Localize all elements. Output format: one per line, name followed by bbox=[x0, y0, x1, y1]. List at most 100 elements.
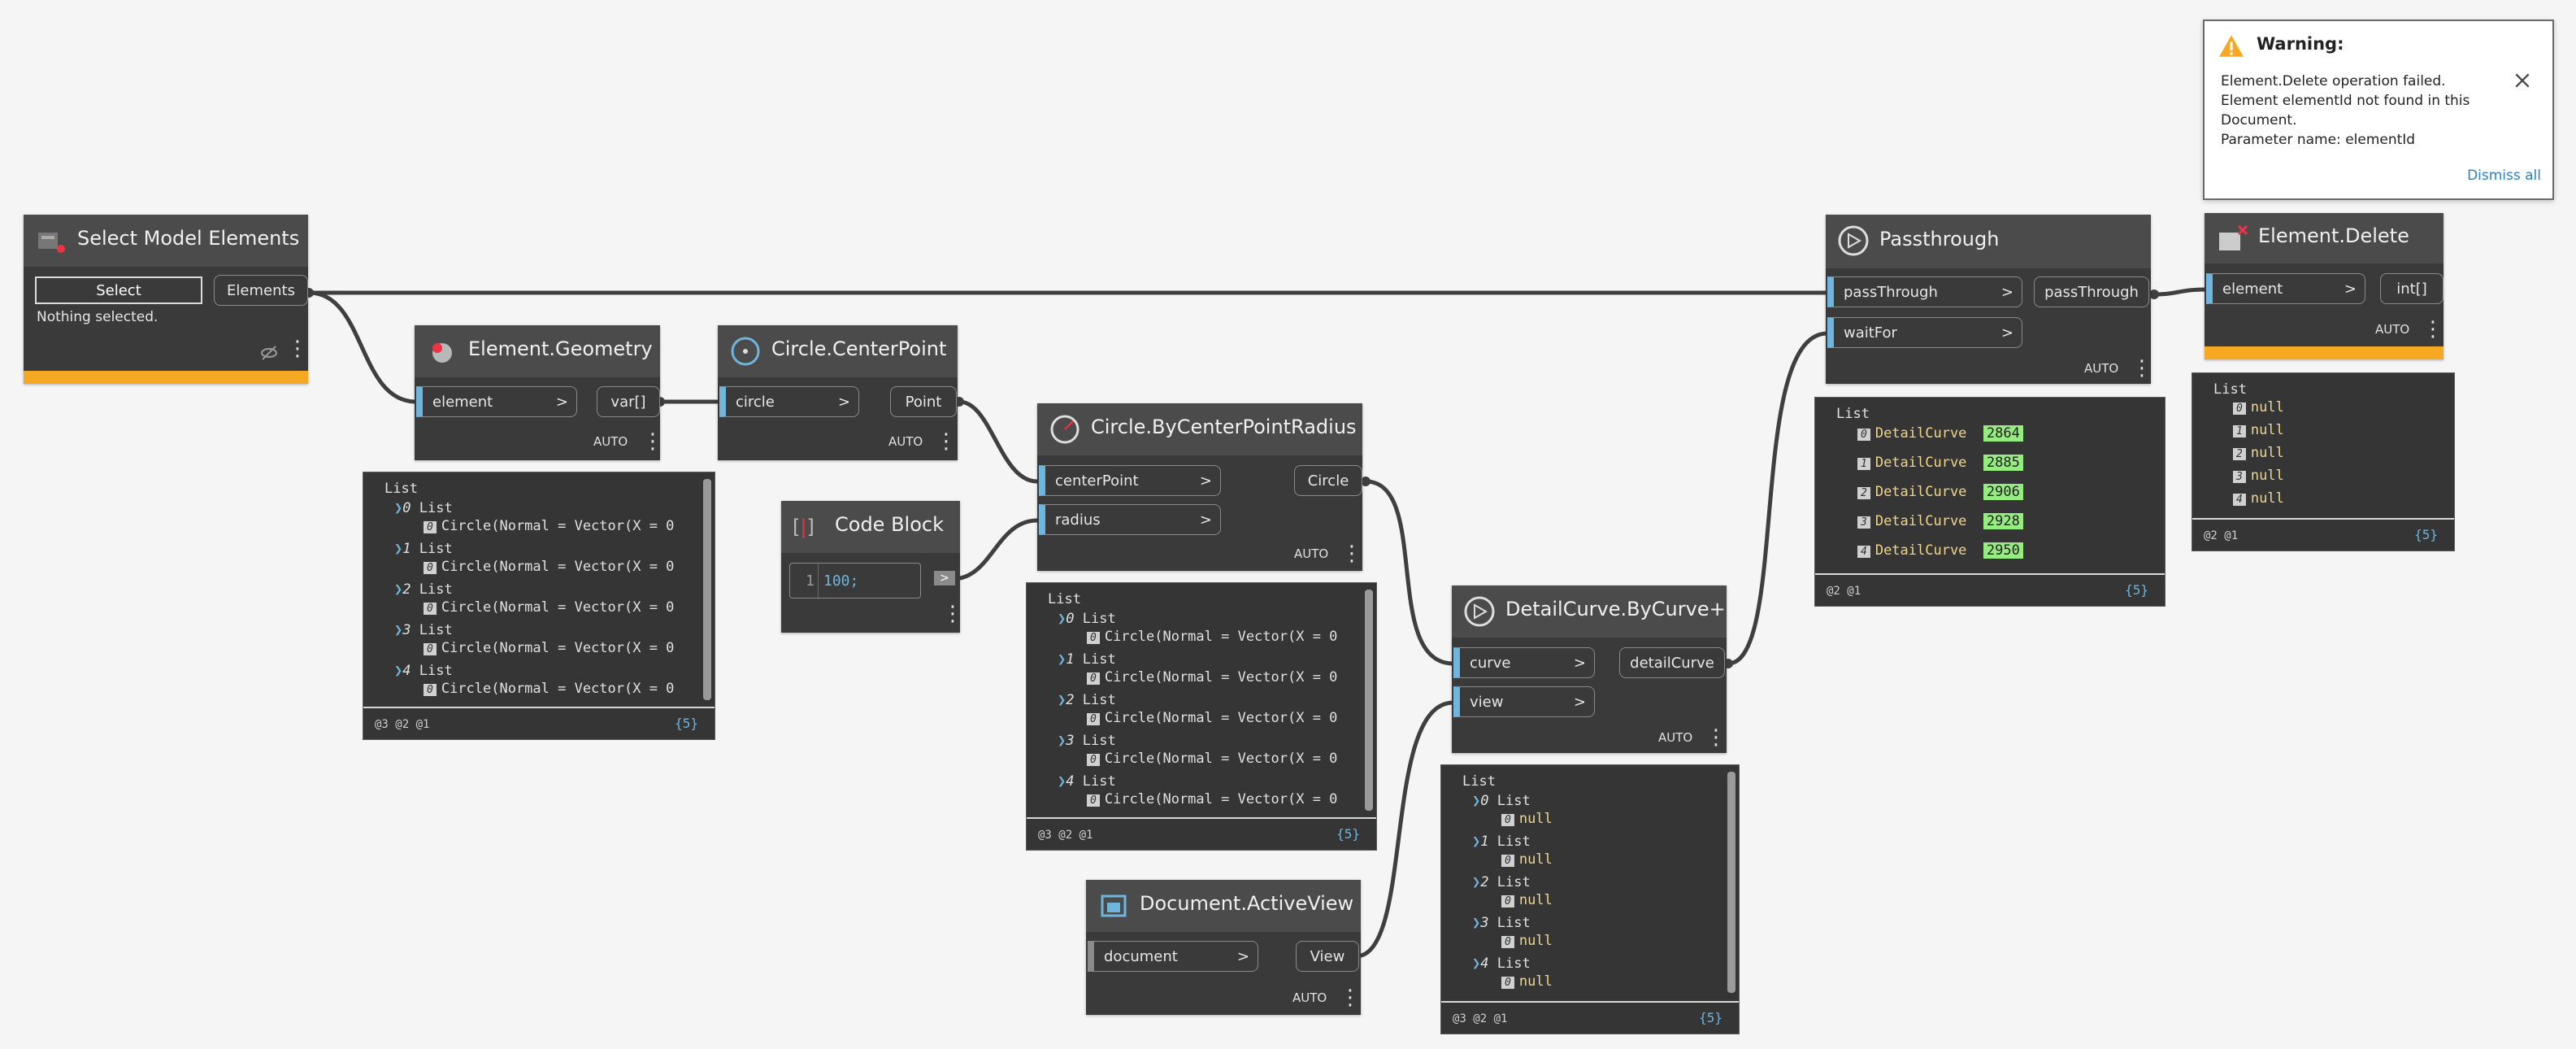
input-port-circle[interactable]: circle> bbox=[719, 386, 859, 417]
output-port-passthrough[interactable]: passThrough bbox=[2034, 276, 2149, 307]
output-port[interactable]: > bbox=[934, 571, 955, 585]
port-label: element bbox=[432, 394, 493, 411]
node-circle-centerpoint[interactable]: Circle.CenterPoint circle> Point AUTO ⋮ bbox=[718, 325, 958, 460]
input-port-passthrough[interactable]: passThrough> bbox=[1827, 276, 2022, 307]
output-port-view[interactable]: View bbox=[1296, 941, 1359, 972]
output-port-detailcurve[interactable]: detailCurve bbox=[1619, 647, 1725, 678]
lacing-label[interactable]: AUTO bbox=[2375, 322, 2410, 337]
input-port-radius[interactable]: radius> bbox=[1039, 504, 1221, 535]
list-levels: @3 @2 @1 bbox=[1038, 829, 1093, 842]
node-title: Element.Geometry bbox=[468, 337, 653, 360]
node-element-geometry[interactable]: Element.Geometry element> var[] AUTO ⋮ bbox=[415, 325, 663, 460]
circle-radius-icon bbox=[1050, 415, 1079, 444]
input-port-waitfor[interactable]: waitFor> bbox=[1827, 317, 2022, 348]
output-port-circle[interactable]: Circle bbox=[1294, 465, 1362, 496]
list-item: ❯1 List bbox=[394, 541, 453, 557]
chevron-right-icon: > bbox=[1573, 655, 1586, 672]
lacing-label[interactable]: AUTO bbox=[593, 434, 628, 449]
input-port-centerpoint[interactable]: centerPoint> bbox=[1039, 465, 1221, 496]
port-label: passThrough bbox=[1844, 284, 1938, 301]
lacing-label[interactable]: AUTO bbox=[2084, 361, 2119, 376]
item-count: {5} bbox=[675, 716, 698, 731]
list-item: ❯4 List bbox=[1472, 955, 1531, 972]
node-menu-icon[interactable]: ⋮ bbox=[287, 337, 308, 361]
node-header[interactable]: DetailCurve.ByCurve+ bbox=[1452, 585, 1727, 638]
input-port-element[interactable]: element> bbox=[416, 386, 577, 417]
node-document-activeview[interactable]: Document.ActiveView document> View AUTO … bbox=[1086, 880, 1361, 1015]
warning-state-bar bbox=[24, 371, 308, 384]
port-label: centerPoint bbox=[1055, 472, 1139, 490]
list-header: List bbox=[1462, 773, 1496, 790]
list-item: ❯3 List bbox=[1058, 733, 1116, 749]
input-port-document[interactable]: document> bbox=[1088, 941, 1258, 972]
list-item: ❯4 List bbox=[1058, 773, 1116, 790]
input-port-view[interactable]: view> bbox=[1453, 686, 1595, 717]
node-passthrough[interactable]: Passthrough passThrough> waitFor> passTh… bbox=[1826, 215, 2152, 384]
output-port-point[interactable]: Point bbox=[890, 386, 957, 417]
lacing-label[interactable]: AUTO bbox=[1658, 730, 1693, 745]
scrollbar[interactable] bbox=[703, 479, 711, 700]
lacing-label[interactable]: AUTO bbox=[888, 434, 923, 449]
close-icon[interactable] bbox=[2513, 72, 2531, 89]
input-port-element[interactable]: element> bbox=[2206, 273, 2365, 304]
node-header[interactable]: Element.Geometry bbox=[415, 325, 660, 377]
node-menu-icon[interactable]: ⋮ bbox=[2131, 356, 2152, 381]
node-select-model-elements[interactable]: Select Model Elements Select Nothing sel… bbox=[24, 215, 308, 384]
select-button[interactable]: Select bbox=[35, 276, 202, 304]
scrollbar[interactable] bbox=[1727, 772, 1735, 993]
node-detailcurve-bycurve[interactable]: DetailCurve.ByCurve+ curve> view> detail… bbox=[1452, 585, 1727, 753]
node-header[interactable]: Element.Delete bbox=[2205, 213, 2444, 263]
node-header[interactable]: Document.ActiveView bbox=[1086, 880, 1361, 932]
node-menu-icon[interactable]: ⋮ bbox=[942, 602, 963, 626]
scrollbar[interactable] bbox=[1365, 590, 1373, 811]
node-menu-icon[interactable]: ⋮ bbox=[1341, 542, 1362, 566]
output-port-int[interactable]: int[] bbox=[2380, 273, 2444, 304]
lacing-label[interactable]: AUTO bbox=[1292, 990, 1327, 1005]
node-menu-icon[interactable]: ⋮ bbox=[642, 429, 663, 454]
node-circle-bycenterpointradius[interactable]: Circle.ByCenterPointRadius centerPoint> … bbox=[1037, 403, 1362, 571]
node-header[interactable]: Select Model Elements bbox=[24, 215, 308, 267]
node-header[interactable]: Circle.ByCenterPointRadius bbox=[1037, 403, 1362, 455]
node-header[interactable]: Passthrough bbox=[1826, 215, 2151, 268]
list-levels: @2 @1 bbox=[2204, 529, 2239, 542]
node-menu-icon[interactable]: ⋮ bbox=[936, 429, 957, 454]
port-label: circle bbox=[736, 394, 775, 411]
node-title: Circle.ByCenterPointRadius bbox=[1091, 416, 1357, 438]
dismiss-all-link[interactable]: Dismiss all bbox=[2467, 168, 2541, 184]
output-port-var[interactable]: var[] bbox=[597, 386, 660, 417]
warning-line: Document. bbox=[2221, 112, 2297, 128]
item-count: {5} bbox=[1336, 826, 1360, 842]
input-port-curve[interactable]: curve> bbox=[1453, 647, 1595, 678]
list-levels: @2 @1 bbox=[1827, 585, 1861, 598]
node-header[interactable]: [|] Code Block bbox=[781, 501, 960, 553]
list-item: ❯1 List bbox=[1058, 651, 1116, 668]
node-menu-icon[interactable]: ⋮ bbox=[1340, 986, 1361, 1010]
wire-codeblock-to-radius bbox=[952, 518, 1038, 581]
lacing-label[interactable]: AUTO bbox=[1294, 546, 1329, 561]
node-element-delete[interactable]: Element.Delete element> int[] AUTO ⋮ bbox=[2205, 213, 2444, 359]
hidden-eye-icon[interactable] bbox=[259, 343, 279, 363]
node-menu-icon[interactable]: ⋮ bbox=[2422, 317, 2444, 342]
output-port-elements[interactable]: Elements bbox=[214, 275, 308, 306]
node-header[interactable]: Circle.CenterPoint bbox=[718, 325, 958, 377]
list-item: ❯0 List bbox=[1058, 611, 1116, 627]
node-menu-icon[interactable]: ⋮ bbox=[1705, 725, 1727, 750]
